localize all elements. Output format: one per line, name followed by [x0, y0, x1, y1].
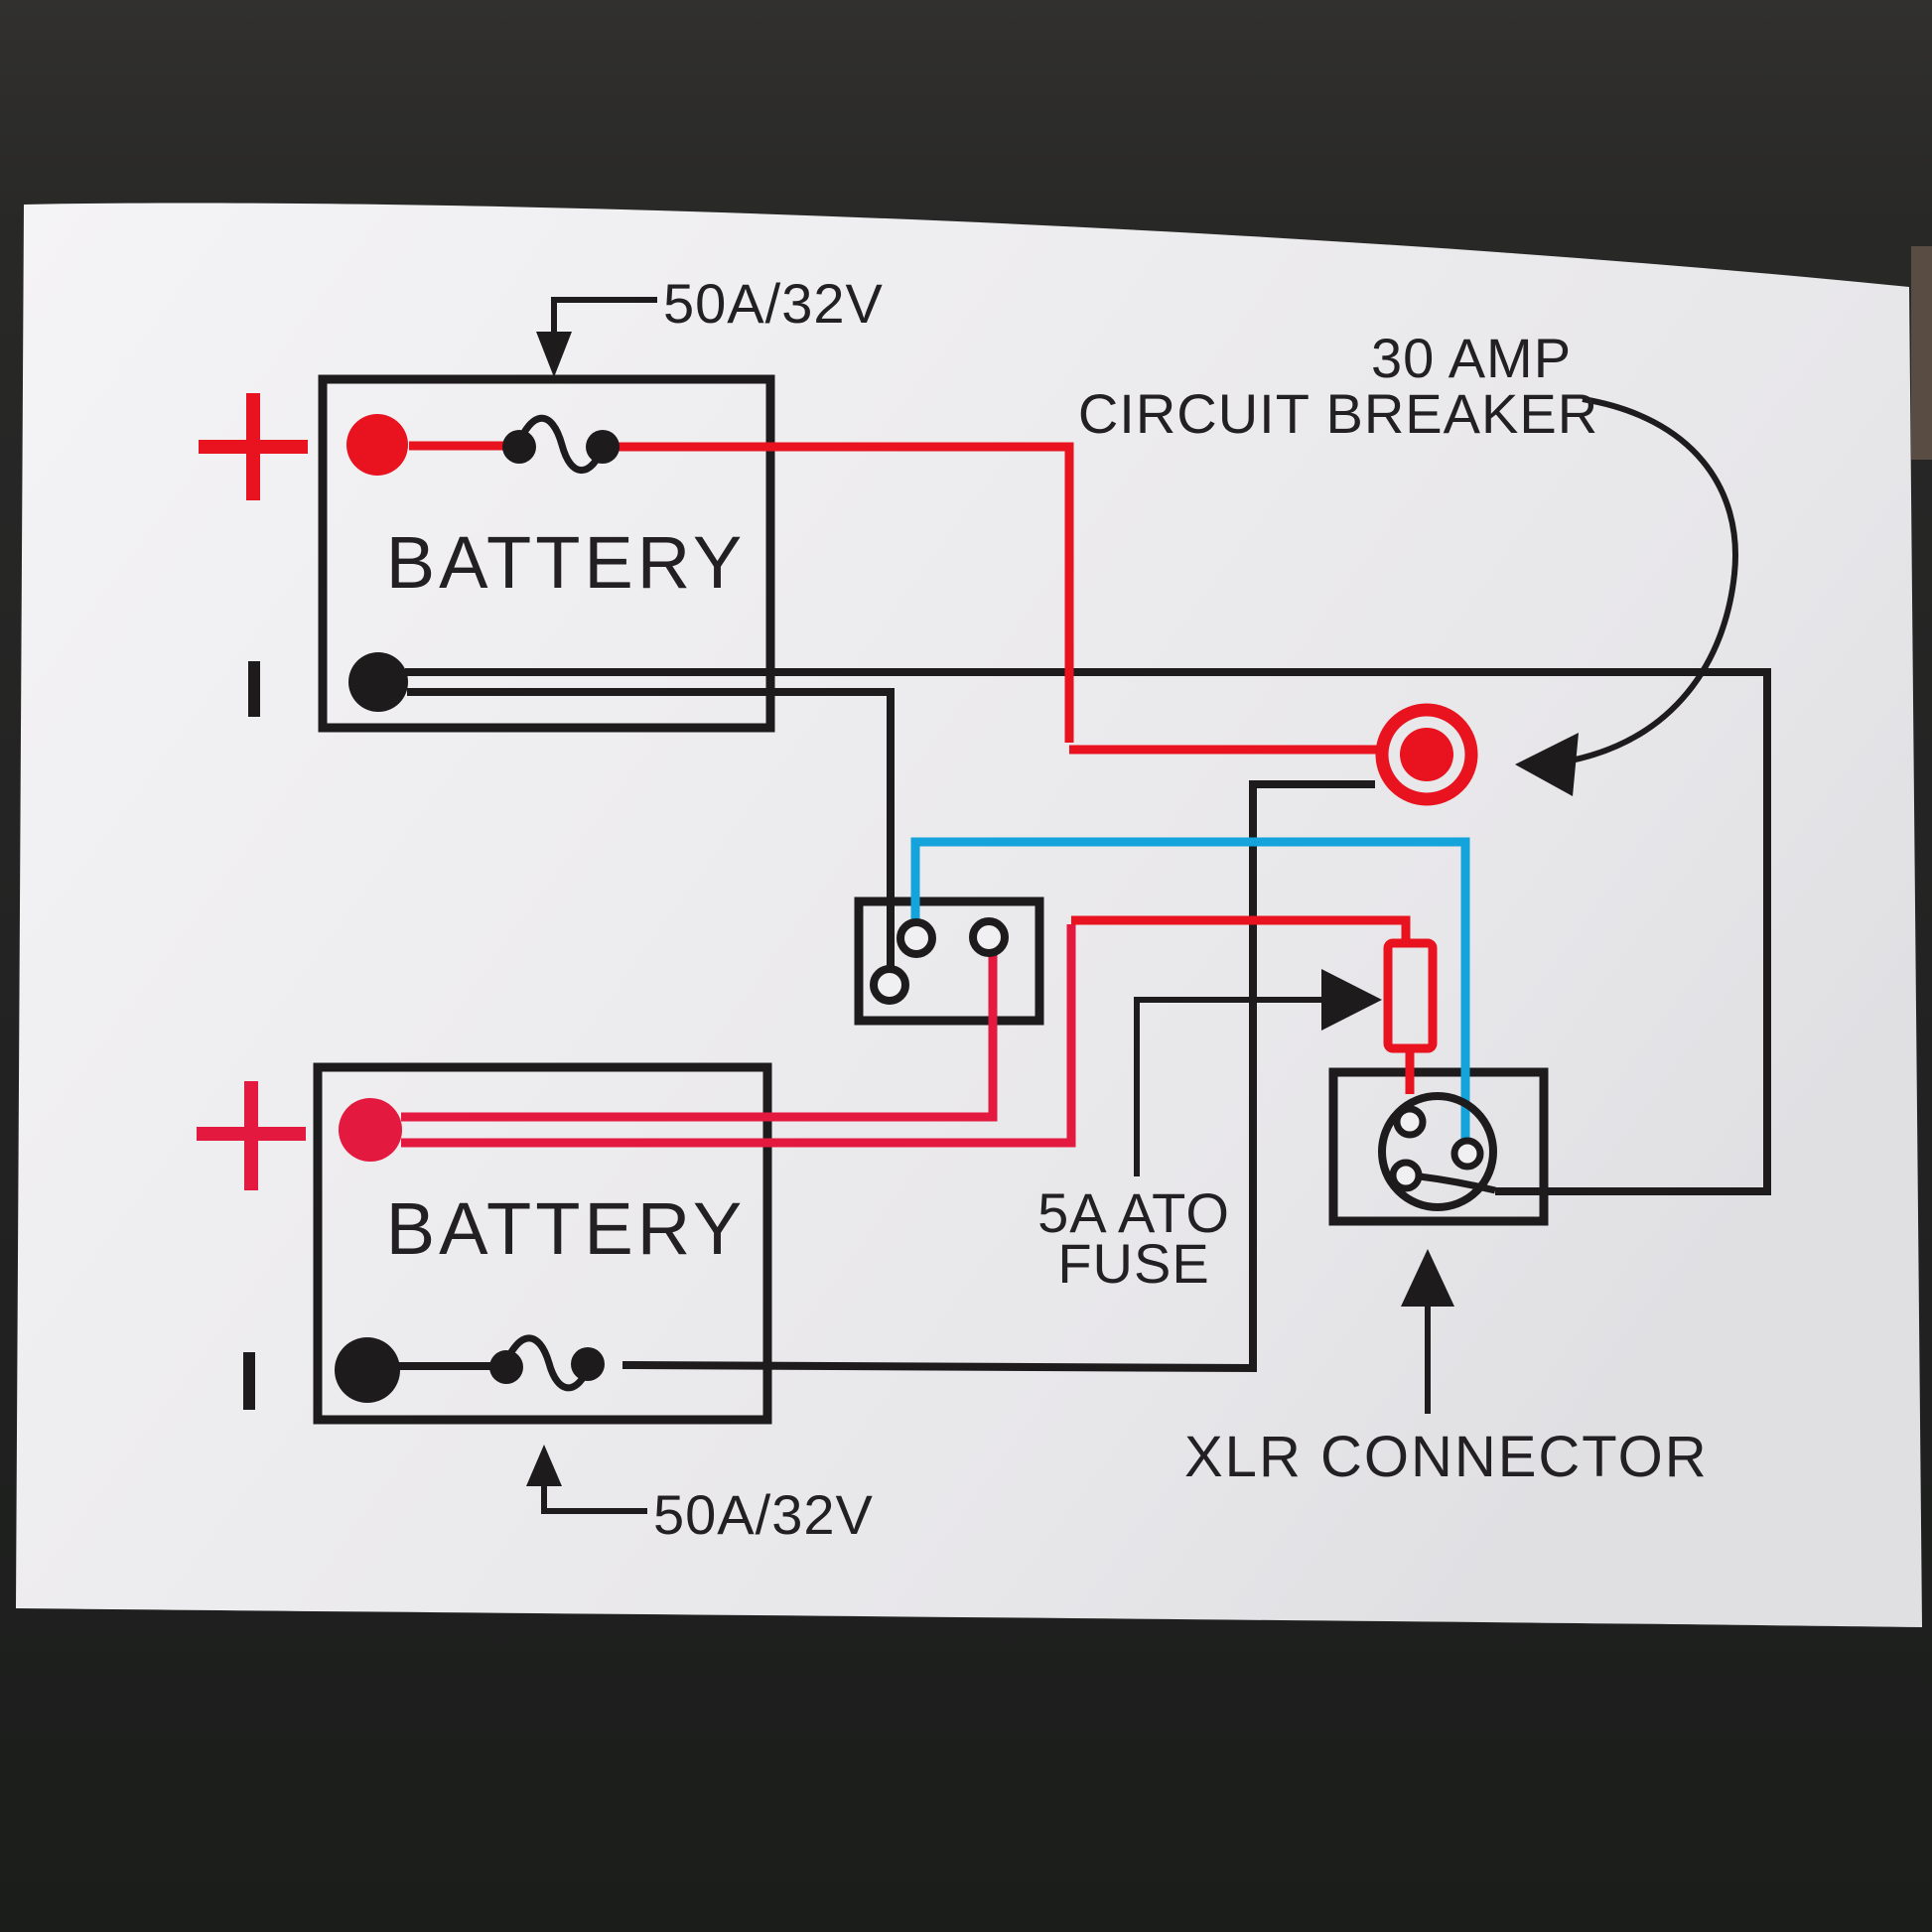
ato-fuse-callout-arrow: [1134, 969, 1382, 1176]
battery-1-box: [318, 374, 775, 733]
switch-box: [854, 897, 1044, 1026]
battery-1-fuse-icon: [502, 414, 620, 475]
positive-wire-battery2-to-switch: [401, 955, 998, 1122]
circuit-breaker-ring-icon: [1375, 703, 1478, 806]
battery-1-positive-terminal-icon: [346, 414, 408, 476]
breaker-callout-curved-arrow: [1515, 396, 1738, 796]
battery-2-negative-terminal-icon: [335, 1337, 400, 1403]
negative-wire-xlr-pin-link: [1419, 1173, 1496, 1194]
battery-2-minus-icon: [243, 1352, 255, 1410]
xlr-connector-box: [1328, 1067, 1549, 1226]
battery-2-fuse-callout-arrow: [526, 1445, 647, 1514]
ato-fuse-label-line2: FUSE: [1057, 1232, 1209, 1295]
blue-wire-switch-to-xlr: [910, 837, 1470, 1142]
battery-2-fuse-rating-label: 50A/32V: [653, 1483, 874, 1546]
battery-1-label: BATTERY: [386, 521, 746, 604]
battery-2-plus-icon: [197, 1081, 306, 1190]
battery-1-negative-terminal-icon: [348, 652, 408, 712]
positive-wire-battery2-to-fuse-riser: [401, 924, 1076, 1148]
battery-2-fuse-icon: [489, 1334, 605, 1392]
battery-2-box: [313, 1062, 772, 1425]
background-edge-highlight: [1911, 246, 1932, 460]
xlr-callout-arrow: [1401, 1249, 1454, 1414]
battery-1-fuse-callout-arrow: [536, 297, 657, 377]
battery-2-label: BATTERY: [386, 1187, 746, 1270]
ato-fuse-label-line1: 5A ATO: [1037, 1181, 1230, 1244]
wire-breaker-to-battery2-negative: [621, 780, 1375, 1373]
breaker-label-line2: CIRCUIT BREAKER: [1078, 382, 1598, 445]
circuit-breaker-dot-icon: [1400, 728, 1453, 781]
positive-wire-to-ato-fuse: [1071, 915, 1411, 941]
xlr-connector-label: XLR CONNECTOR: [1184, 1425, 1709, 1489]
negative-wire-battery1-to-switch: [407, 688, 895, 971]
battery-2-positive-terminal-icon: [339, 1098, 402, 1162]
battery-1-fuse-rating-label: 50A/32V: [663, 272, 884, 335]
battery-1-minus-icon: [248, 661, 260, 717]
xlr-connector-icon: [1378, 1092, 1497, 1211]
switch-terminals-icon: [870, 917, 1009, 1005]
white-label-sticker: [16, 203, 1922, 1627]
breaker-label-line1: 30 AMP: [1371, 327, 1572, 389]
negative-wire-battery1-to-xlr: [405, 668, 1771, 1195]
positive-wire-battery1-down: [618, 442, 1074, 743]
battery-1-plus-icon: [199, 393, 308, 500]
